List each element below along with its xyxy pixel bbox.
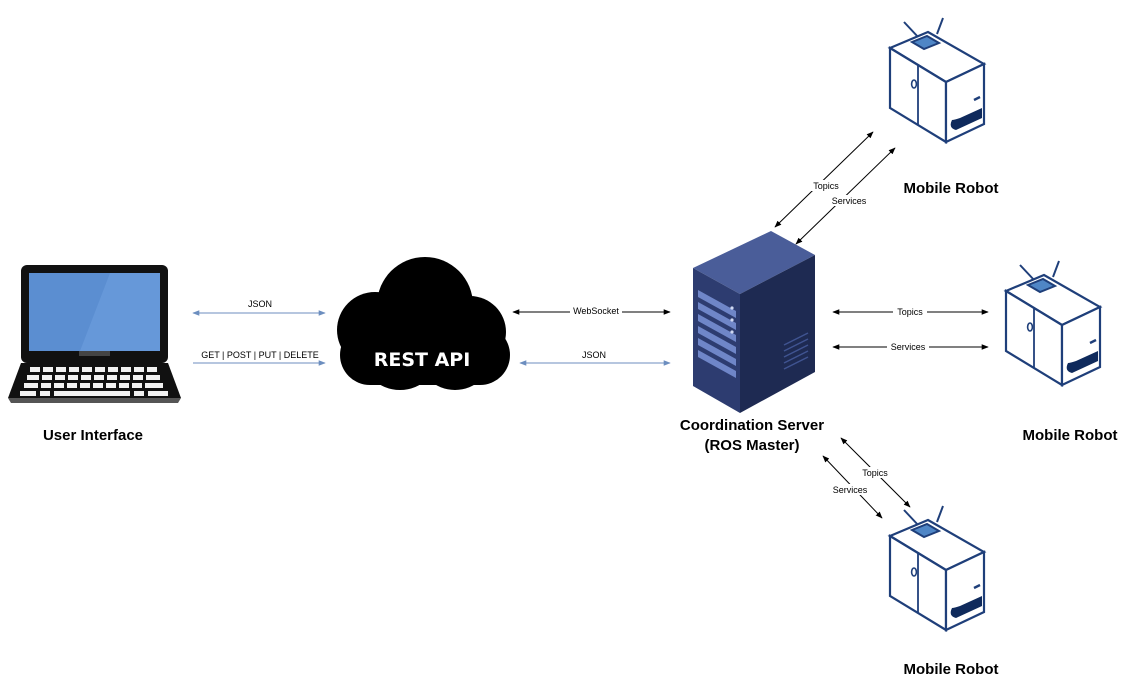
- user-interface-label: User Interface: [43, 427, 143, 444]
- laptop-icon: [8, 265, 181, 403]
- edge-server-robot-bottom-services-label: Services: [833, 485, 868, 495]
- cloud-icon: [337, 257, 510, 390]
- edge-api-server-json-label: JSON: [582, 350, 606, 360]
- rest-api-label: REST API: [374, 349, 471, 371]
- robot-bottom-label: Mobile Robot: [904, 661, 999, 675]
- edge-server-robot-right-topics-label: Topics: [897, 307, 923, 317]
- server-label-line1: Coordination Server: [680, 417, 824, 434]
- robot-top-label: Mobile Robot: [904, 180, 999, 197]
- robot-right-icon: [1004, 259, 1102, 387]
- edge-ui-api-json-label: JSON: [248, 299, 272, 309]
- edge-ui-api-methods-label: GET | POST | PUT | DELETE: [201, 350, 319, 360]
- edge-server-robot-right-services-label: Services: [891, 342, 926, 352]
- edge-server-robot-top-topics-label: Topics: [813, 181, 839, 191]
- edge-server-robot-top-topics: [774, 131, 874, 228]
- edge-server-robot-top-services-label: Services: [832, 196, 867, 206]
- robot-bottom-icon: [888, 504, 986, 632]
- server-label-line2: (ROS Master): [704, 437, 799, 454]
- edge-api-server-websocket-label: WebSocket: [573, 306, 619, 316]
- robot-top-icon: [888, 16, 986, 144]
- edge-server-robot-bottom-topics-label: Topics: [862, 468, 888, 478]
- server-icon: [693, 231, 815, 413]
- robot-right-label: Mobile Robot: [1023, 427, 1118, 444]
